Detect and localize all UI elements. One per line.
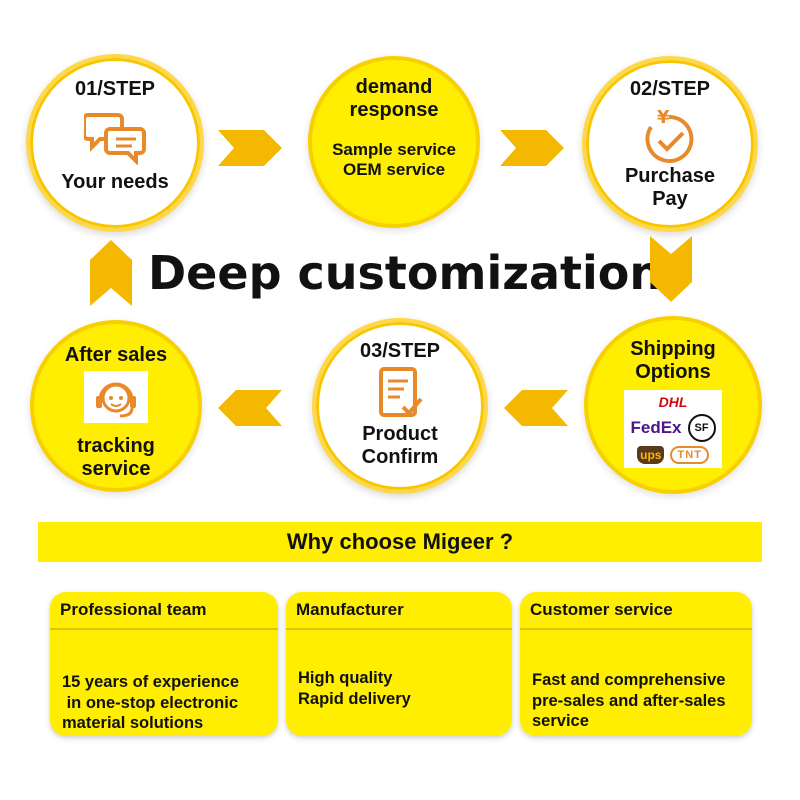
arrow-left-1-icon bbox=[218, 390, 282, 426]
card-line: service bbox=[532, 712, 589, 731]
page-title: Deep customization bbox=[148, 246, 663, 300]
card-line: Fast and comprehensive bbox=[532, 671, 726, 689]
card-professional-team: Professional team 15 years of experience… bbox=[50, 592, 278, 736]
card-body: High quality Rapid delivery bbox=[298, 668, 506, 709]
card-customer-service: Customer service Fast and comprehensive … bbox=[520, 592, 752, 736]
shipping-line1: Shipping bbox=[630, 338, 716, 360]
step2-label: 02/STEP bbox=[629, 78, 711, 100]
demand-line1: demand bbox=[355, 76, 433, 98]
svg-text:¥: ¥ bbox=[657, 107, 670, 128]
shipping-circle: Shipping Options DHL FedEx SF ups TNT bbox=[584, 316, 762, 494]
yen-check-icon: ¥ bbox=[645, 107, 694, 163]
card-body: 15 years of experience in one-stop elect… bbox=[62, 672, 272, 734]
headset-icon-box bbox=[84, 371, 148, 423]
card-line: Rapid delivery bbox=[298, 689, 411, 708]
oem-service-text: OEM service bbox=[342, 159, 446, 179]
document-check-icon bbox=[379, 367, 423, 417]
fedex-logo: FedEx bbox=[630, 418, 682, 437]
product-text: Product bbox=[362, 423, 438, 445]
card-title: Customer service bbox=[530, 600, 673, 619]
step3-circle: 03/STEP Product Confirm bbox=[312, 318, 488, 494]
card-line: High quality bbox=[298, 669, 393, 687]
card-line: material solutions bbox=[62, 714, 204, 733]
chat-bubbles-icon bbox=[84, 113, 146, 165]
card-line: 15 years of experience bbox=[62, 673, 240, 691]
arrow-right-2-icon bbox=[500, 130, 564, 166]
card-body: Fast and comprehensive pre-sales and aft… bbox=[532, 670, 746, 732]
card-divider bbox=[286, 628, 512, 630]
shipping-line2: Options bbox=[635, 361, 711, 383]
pay-text: Pay bbox=[652, 188, 688, 210]
card-manufacturer: Manufacturer High quality Rapid delivery bbox=[286, 592, 512, 736]
arrow-down-icon bbox=[650, 236, 692, 302]
ups-logo: ups bbox=[637, 446, 665, 464]
sf-logo: SF bbox=[687, 414, 716, 442]
aftersales-circle: After sales tracking service bbox=[30, 320, 202, 492]
headset-icon bbox=[96, 382, 136, 418]
dhl-logo: DHL bbox=[658, 394, 688, 410]
arrow-up-icon bbox=[90, 240, 132, 306]
card-line: in one-stop electronic bbox=[62, 693, 239, 712]
arrow-right-1-icon bbox=[218, 130, 282, 166]
aftersales-line3: service bbox=[81, 458, 151, 480]
confirm-text: Confirm bbox=[361, 446, 439, 468]
step1-circle: 01/STEP Your needs bbox=[26, 54, 204, 232]
carrier-logos: DHL FedEx SF ups TNT bbox=[624, 390, 722, 468]
why-choose-banner: Why choose Migeer ? bbox=[38, 522, 762, 562]
card-divider bbox=[50, 628, 278, 630]
purchase-text: Purchase bbox=[624, 165, 716, 187]
step1-text: Your needs bbox=[61, 171, 169, 193]
step1-label: 01/STEP bbox=[74, 78, 156, 100]
arrow-left-2-icon bbox=[504, 390, 568, 426]
demand-response-circle: demand response Sample service OEM servi… bbox=[308, 56, 480, 228]
card-divider bbox=[520, 628, 752, 630]
card-line: pre-sales and after-sales bbox=[532, 691, 726, 710]
card-title: Manufacturer bbox=[296, 600, 404, 619]
demand-line2: response bbox=[349, 99, 439, 121]
step3-label: 03/STEP bbox=[359, 340, 441, 362]
step2-circle: 02/STEP ¥ Purchase Pay bbox=[582, 56, 758, 232]
sample-service-text: Sample service bbox=[332, 140, 456, 159]
card-title: Professional team bbox=[60, 600, 207, 619]
tnt-logo: TNT bbox=[670, 446, 709, 464]
aftersales-line2: tracking bbox=[77, 435, 155, 457]
aftersales-line1: After sales bbox=[64, 344, 168, 366]
